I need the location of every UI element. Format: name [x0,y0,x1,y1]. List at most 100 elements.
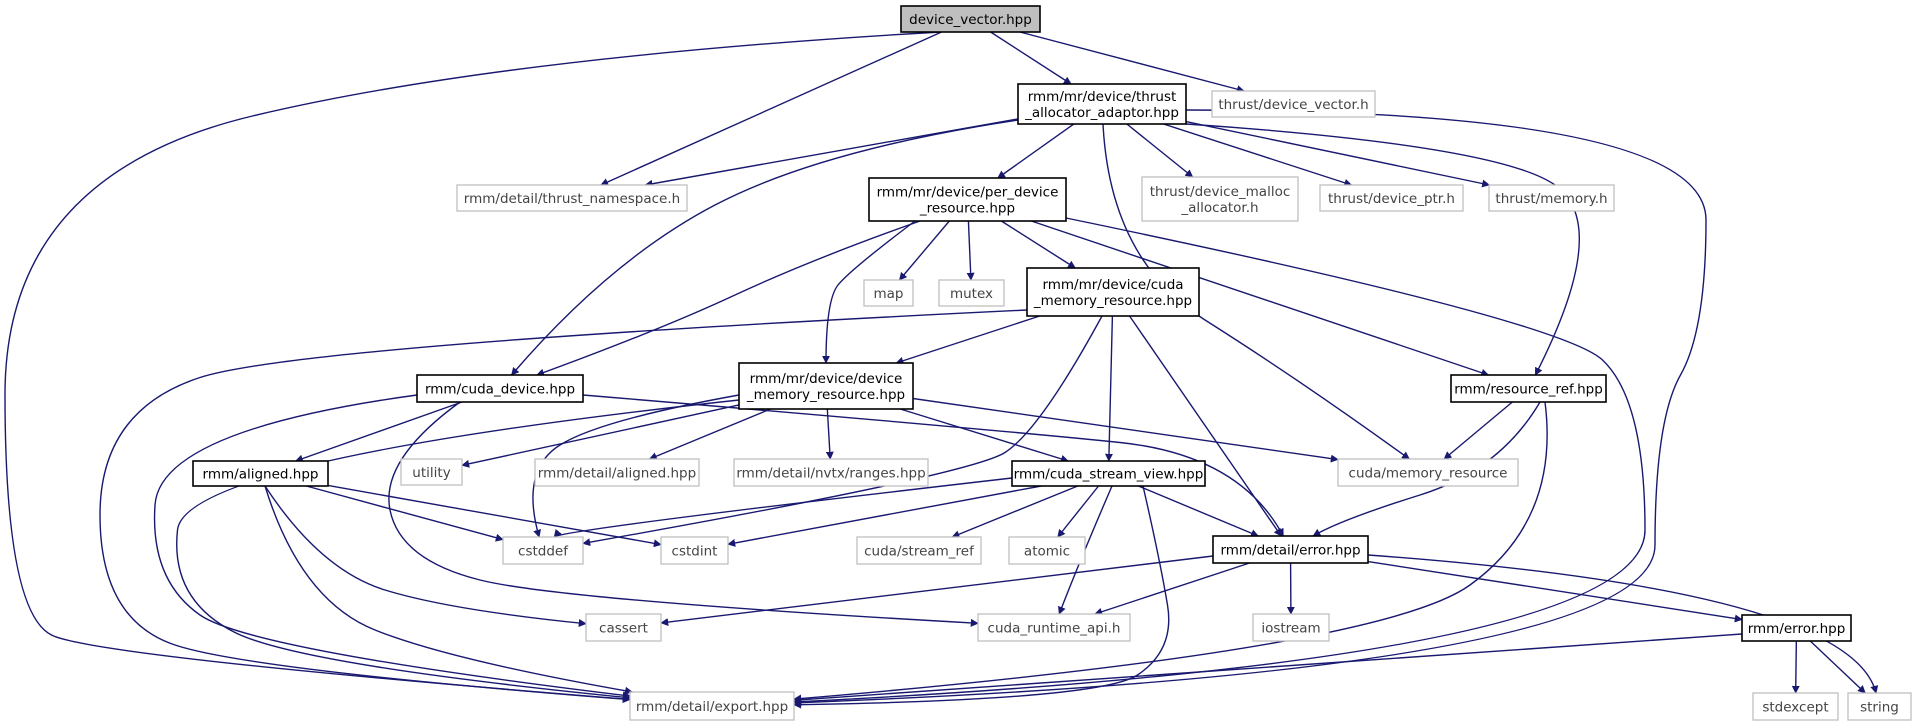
edge-n11-n24 [582,394,1284,537]
edge-n12-n17 [825,408,834,460]
edge-n13-n30 [793,401,1548,703]
node-box [1337,458,1519,487]
node-n18[interactable]: rmm/cuda_stream_view.hpp [1011,460,1206,487]
node-label: mutex [950,286,993,302]
node-box [1450,374,1607,403]
edge-n4-n9 [966,220,975,281]
node-label: cstddef [518,544,569,560]
node-label: cassert [599,621,648,637]
edge-n12-n20 [532,394,740,538]
node-label: thrust/device_vector.h [1218,97,1368,113]
edge-n1-n13 [1185,123,1580,376]
node-box [733,458,929,487]
edge-n12-n18 [900,408,1069,463]
node-box [1319,184,1464,212]
node-n21: cstdint [660,536,729,565]
node-box [534,458,700,487]
node-n4[interactable]: rmm/mr/device/per_device_resource.hpp [868,177,1067,222]
node-label: rmm/detail/error.hpp [1220,543,1360,559]
node-n28[interactable]: rmm/error.hpp [1741,614,1852,642]
edge-n10-n20 [582,315,1103,547]
edge-n4-n11 [536,220,921,377]
node-n1[interactable]: rmm/mr/device/thrust_allocator_adaptor.h… [1017,83,1187,125]
edge-n12-n16 [648,408,771,460]
node-label: rmm/mr/device/device [750,371,903,387]
edge-n28-n31 [1791,640,1800,694]
edge-n4-n30 [793,217,1646,706]
node-n15: utility [400,458,463,486]
node-box [1847,692,1912,721]
node-n23: atomic [1008,536,1086,565]
node-label: thrust/memory.h [1495,191,1607,207]
node-n20: cstddef [502,536,584,565]
edge-n4-n10 [1000,220,1076,269]
node-n9: mutex [938,279,1005,307]
node-box [629,691,795,721]
node-n6: thrust/device_ptr.h [1319,184,1464,212]
node-n11[interactable]: rmm/cuda_device.hpp [416,374,584,403]
node-box [1211,90,1376,118]
node-n12[interactable]: rmm/mr/device/device_memory_resource.hpp [738,362,914,410]
node-n29: string [1847,692,1912,721]
edge-n12-n19 [912,397,1339,463]
edge-n14-n25 [264,485,587,627]
node-label: rmm/mr/device/thrust [1028,89,1177,105]
edge-n18-n30 [793,485,1170,709]
node-label: rmm/detail/export.hpp [636,699,788,715]
node-n16: rmm/detail/aligned.hpp [534,458,700,487]
node-label: rmm/error.hpp [1748,621,1846,637]
node-box [585,613,662,642]
edge-n10-n30 [99,309,1028,704]
node-label: rmm/aligned.hpp [203,467,319,483]
node-box [1017,83,1187,125]
edge-n11-n26 [388,401,979,627]
edge-n11-n30 [153,394,631,700]
node-label: rmm/detail/thrust_namespace.h [464,191,680,207]
node-label: cuda/stream_ref [864,544,975,560]
node-label: stdexcept [1762,700,1828,716]
node-n10[interactable]: rmm/mr/device/cuda_memory_resource.hpp [1026,267,1200,317]
edge-n14-n30 [264,485,634,695]
node-n2: thrust/device_vector.h [1211,90,1376,118]
node-label: _memory_resource.hpp [1033,293,1192,309]
node-box [1488,184,1615,212]
node-label: string [1860,700,1899,716]
edge-n10-n24 [1128,315,1282,537]
edge-n0-n2 [1019,31,1245,94]
edge-n12-n15 [461,404,740,468]
edge-n10-n12 [895,315,1040,365]
node-box [660,536,729,565]
node-n13[interactable]: rmm/resource_ref.hpp [1450,374,1607,403]
edge-n1-n11 [511,119,1019,376]
node-n30: rmm/detail/export.hpp [629,691,795,721]
node-label: rmm/resource_ref.hpp [1454,382,1603,398]
node-box [856,536,982,565]
edge-n24-n28 [1367,560,1743,623]
node-box [1212,535,1369,564]
node-n31: stdexcept [1752,692,1839,721]
node-n24[interactable]: rmm/detail/error.hpp [1212,535,1369,564]
node-label: rmm/cuda_device.hpp [425,382,575,398]
node-label: _resource.hpp [919,201,1015,217]
edge-n1-n7 [1185,120,1491,188]
edge-n12-n30 [176,399,740,702]
node-label: _allocator_adaptor.hpp [1024,105,1179,121]
node-n14[interactable]: rmm/aligned.hpp [192,460,329,487]
edge-n24-n29 [1367,554,1879,694]
node-box [977,613,1131,642]
node-box [502,536,584,565]
node-box [1752,692,1839,721]
node-box [1141,176,1299,222]
edge-n18-n23 [1057,485,1100,538]
node-label: _memory_resource.hpp [746,387,905,403]
node-box [1026,267,1200,317]
edge-n4-n13 [1031,220,1490,377]
node-label: device_vector.hpp [909,12,1032,28]
edge-n18-n22 [951,485,1079,538]
edge-n28-n29 [1809,640,1866,694]
edge-n28-n30 [793,633,1743,704]
node-label: rmm/mr/device/per_device [877,185,1059,201]
edge-n18-n21 [727,485,1042,547]
node-n3: rmm/detail/thrust_namespace.h [456,184,688,212]
node-label: rmm/cuda_stream_view.hpp [1014,467,1204,483]
